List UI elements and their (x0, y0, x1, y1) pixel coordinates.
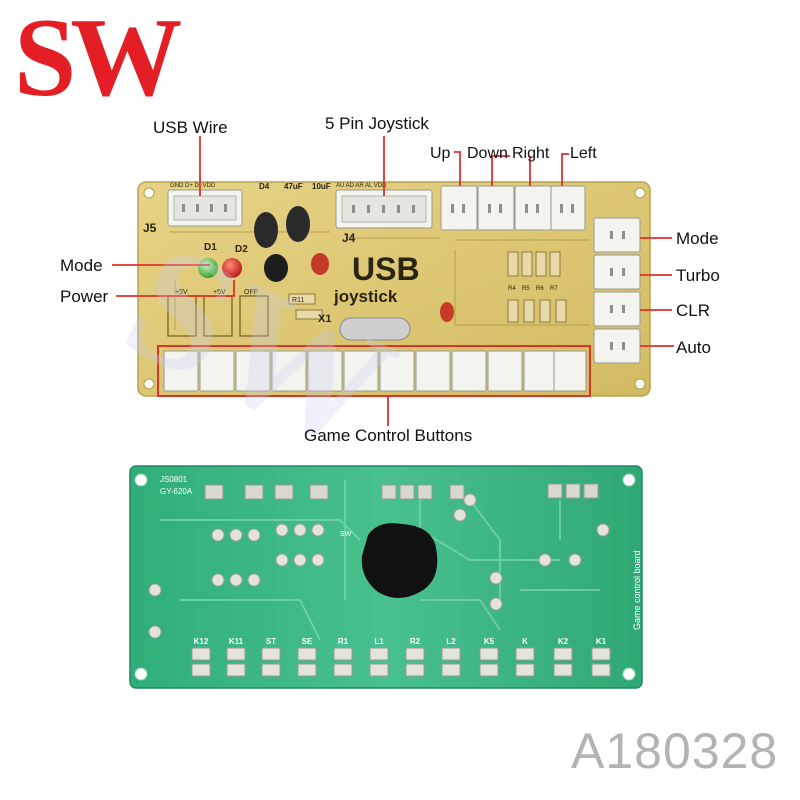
silk-btn-label: L2 (446, 637, 456, 646)
label-mode-led: Mode (60, 256, 103, 275)
silk-joy-pins: AU AD AR AL VDD (336, 183, 387, 189)
label-mode: Mode (676, 229, 719, 248)
silk-btn-label: K2 (558, 637, 569, 646)
silk-js0801: JS0801 (160, 475, 188, 484)
button-connectors (163, 350, 587, 392)
product-code: A180328 (571, 723, 779, 779)
silk-btn-label: L1 (374, 637, 384, 646)
silk-btn-label: K1 (596, 637, 607, 646)
silk-btn-label: R1 (338, 637, 349, 646)
silk-btn-label: SE (302, 637, 313, 646)
silk-d4: D4 (259, 182, 270, 191)
label-turbo: Turbo (676, 266, 720, 285)
silk-47uf: 47uF (284, 182, 303, 191)
silk-r5: R5 (522, 286, 530, 292)
label-left: Left (570, 145, 597, 162)
silk-r7: R7 (550, 286, 558, 292)
silk-5v-b: +5V (213, 289, 226, 296)
silk-r6: R6 (536, 286, 544, 292)
silk-d2: D2 (235, 244, 248, 255)
silk-btn-label: R2 (410, 637, 421, 646)
silk-usb-pins: GND D+ D- VDD (170, 183, 216, 189)
board-title-joystick: joystick (333, 287, 398, 306)
silk-j4: J4 (342, 231, 356, 245)
button-connectors-highlight (157, 345, 591, 397)
brand-logo: SW (14, 0, 182, 120)
silk-off: OFF (244, 289, 258, 296)
top-pcb-board: GND D+ D- VDD AU AD AR AL VDD J5 J4 D1 D… (137, 181, 651, 397)
silk-j5: J5 (143, 221, 157, 235)
silk-5v-a: +5V (175, 289, 188, 296)
bottom-pcb-board: JS0801 GY-620A SW Game control board K12… (129, 465, 643, 689)
chip-epoxy-blob (361, 523, 438, 598)
silk-10uf: 10uF (312, 182, 331, 191)
label-power-led: Power (60, 287, 109, 306)
crystal-x1 (339, 317, 411, 341)
capacitors (254, 206, 454, 322)
silk-btn-label: K (522, 637, 528, 646)
label-up: Up (430, 145, 451, 162)
silk-btn-label: K5 (484, 637, 495, 646)
silk-btn-label: ST (266, 637, 276, 646)
direction-connectors (440, 185, 586, 231)
power-led-green (198, 258, 218, 278)
silk-btn-label: K11 (229, 637, 244, 646)
label-right: Right (512, 145, 550, 162)
silk-chip-mark: SW (340, 531, 352, 538)
function-connectors (593, 217, 641, 364)
silk-r11: R11 (292, 297, 304, 304)
silk-gy620a: GY-620A (160, 487, 193, 496)
mode-led-red (222, 258, 242, 278)
label-game-control-buttons: Game Control Buttons (304, 426, 473, 445)
silk-r4: R4 (508, 286, 516, 292)
silk-side-text: Game control board (632, 550, 642, 630)
callout-lines (112, 136, 674, 426)
label-clr: CLR (676, 301, 711, 320)
silk-d1: D1 (204, 242, 217, 253)
label-auto: Auto (676, 338, 711, 357)
label-5-pin-joystick: 5 Pin Joystick (325, 114, 429, 133)
board-title-usb: USB (352, 251, 420, 287)
label-usb-wire: USB Wire (153, 118, 228, 137)
label-down: Down (467, 145, 508, 162)
silk-btn-label: K12 (194, 637, 209, 646)
button-solder-pads (191, 647, 611, 677)
silk-x1: X1 (318, 313, 331, 325)
